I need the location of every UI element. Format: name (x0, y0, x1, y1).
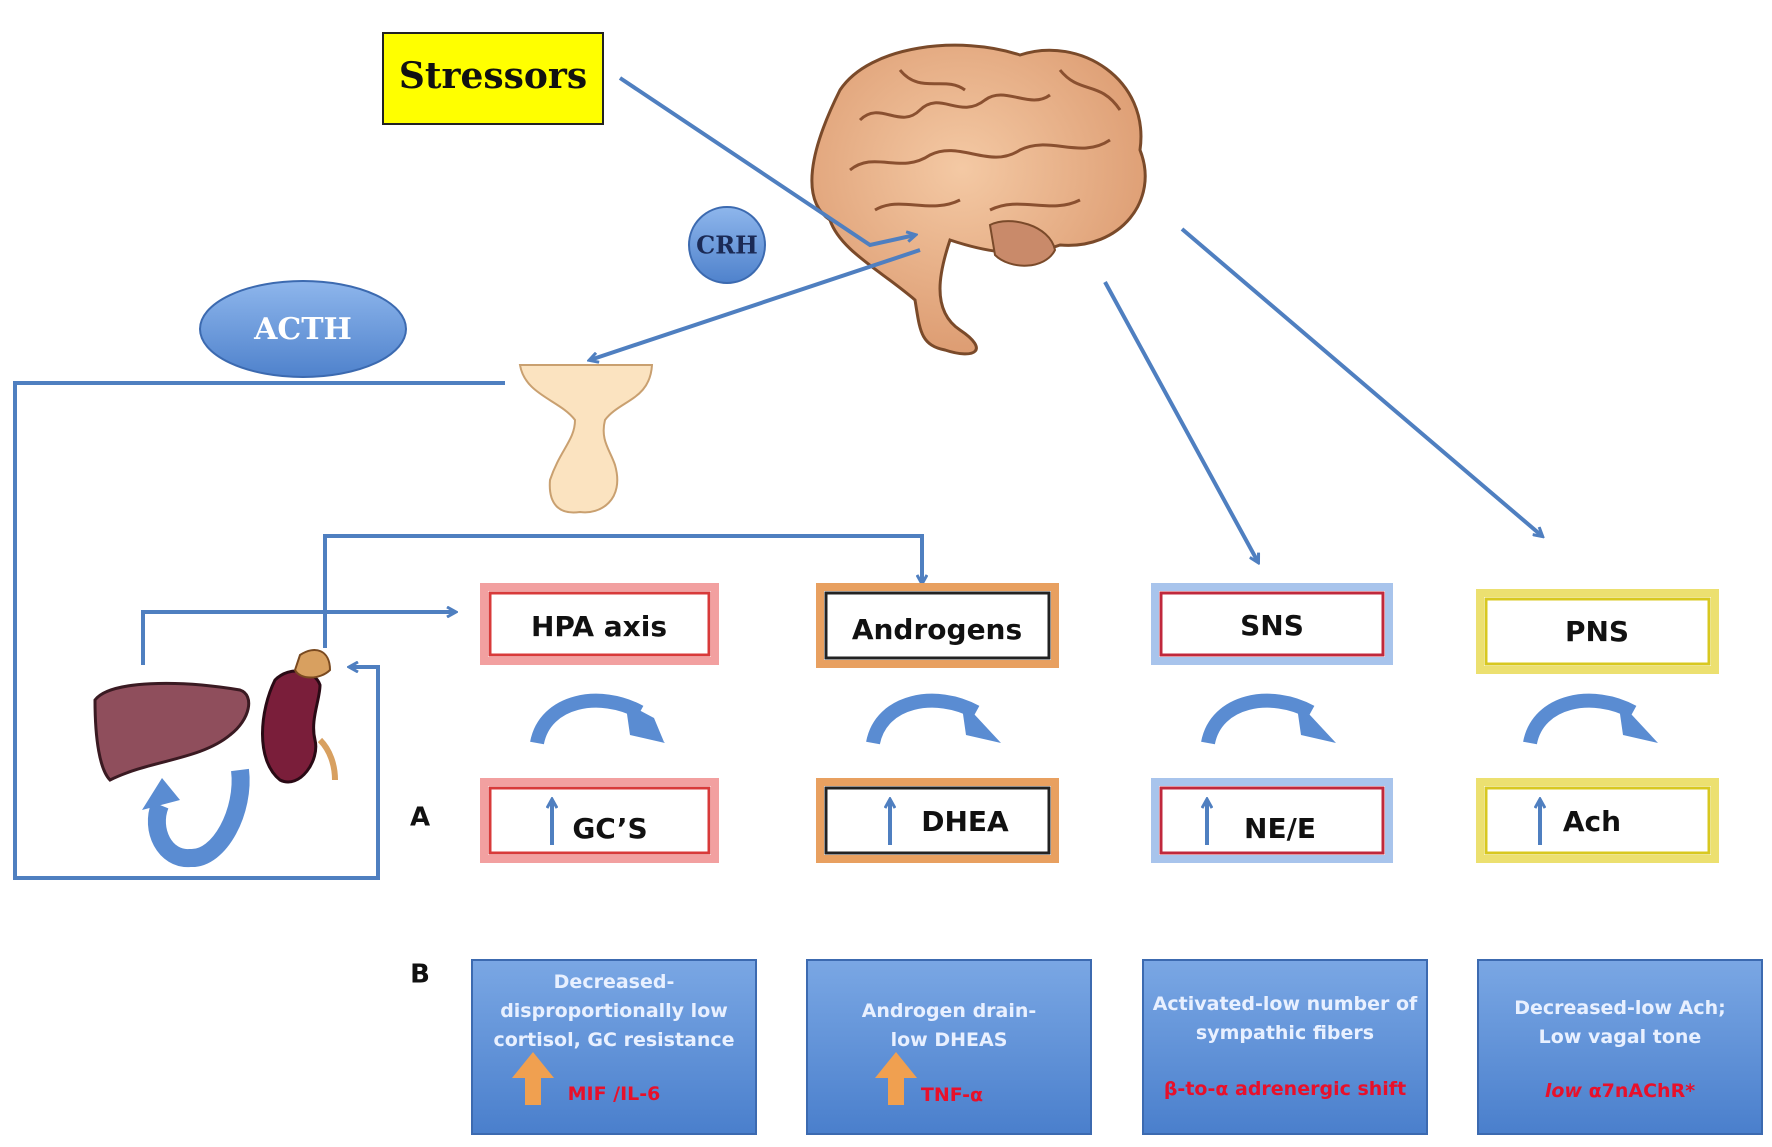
info-box-sns: Activated-low number of sympathic fibers… (1142, 959, 1428, 1135)
info-hpa-red: MIF /IL-6 (568, 1083, 661, 1105)
hpa-axis-label: HPA axis (531, 610, 667, 643)
dhea-label: DHEA (921, 805, 1009, 838)
info-androgens-red: TNF-α (921, 1084, 983, 1106)
info-pns-line-2: Low vagal tone (1539, 1026, 1702, 1048)
brain-to-pns-arrow (1180, 227, 1542, 536)
info-pns-red: low α7nAChR* (1545, 1080, 1695, 1102)
pns-label: PNS (1565, 615, 1629, 648)
ach-label: Ach (1563, 805, 1621, 838)
liver-illustration (93, 681, 251, 782)
up-arrow-icon (875, 1052, 917, 1105)
pituitary-gland (518, 364, 654, 514)
info-box-pns: Decreased-low Ach; Low vagal tone low α7… (1477, 959, 1763, 1135)
acth-badge: ACTH (199, 280, 407, 378)
stressors-to-brain-arrow (618, 76, 915, 248)
panel-label-a: A (410, 803, 430, 833)
stressors-box: Stressors (382, 32, 604, 125)
crh-label: CRH (696, 231, 758, 260)
info-pns-line-1: Decreased-low Ach; (1514, 997, 1726, 1019)
info-box-androgens: Androgen drain- low DHEAS TNF-α (806, 959, 1092, 1135)
crh-badge: CRH (688, 206, 766, 284)
info-hpa-line-3: cortisol, GC resistance (493, 1029, 734, 1051)
androgens-column: Androgens DHEA (816, 583, 1059, 863)
acth-label: ACTH (253, 312, 352, 347)
info-box-hpa: Decreased- disproportionally low cortiso… (471, 959, 757, 1135)
info-sns-line-2: sympathic fibers (1196, 1022, 1374, 1044)
sns-label: SNS (1240, 609, 1304, 642)
info-androgens-line-2: low DHEAS (891, 1029, 1008, 1051)
organ-cycle-arrow (147, 768, 250, 867)
androgens-label: Androgens (852, 613, 1022, 646)
hpa-column: HPA axis GC’S (480, 583, 719, 863)
organ-cycle-arrowhead (142, 778, 180, 810)
gcs-label: GC’S (572, 812, 647, 845)
up-arrow-icon (512, 1052, 554, 1105)
info-sns-red: β-to-α adrenergic shift (1164, 1078, 1406, 1100)
info-androgens-line-1: Androgen drain- (862, 1000, 1037, 1022)
stressors-label: Stressors (399, 55, 587, 97)
brain-to-sns-arrow (1103, 281, 1258, 562)
info-hpa-line-1: Decreased- (554, 971, 675, 993)
brain-illustration (810, 43, 1147, 356)
acth-loop-line (13, 381, 505, 880)
ne-e-label: NE/E (1244, 812, 1316, 845)
kidney-adrenal-illustration (261, 649, 338, 784)
liver-to-hpa-arrow (141, 612, 455, 665)
kidney-to-androgens-arrow (323, 534, 922, 648)
pns-column: PNS Ach (1476, 589, 1719, 863)
info-hpa-line-2: disproportionally low (500, 1000, 728, 1022)
info-pns-red-rest: α7nAChR* (1582, 1080, 1695, 1102)
brain-to-pituitary-arrow (590, 248, 921, 360)
info-pns-red-italic: low (1545, 1080, 1583, 1102)
panel-label-b: B (410, 960, 430, 990)
sns-column: SNS NE/E (1151, 583, 1393, 863)
info-sns-line-1: Activated-low number of (1153, 993, 1418, 1015)
